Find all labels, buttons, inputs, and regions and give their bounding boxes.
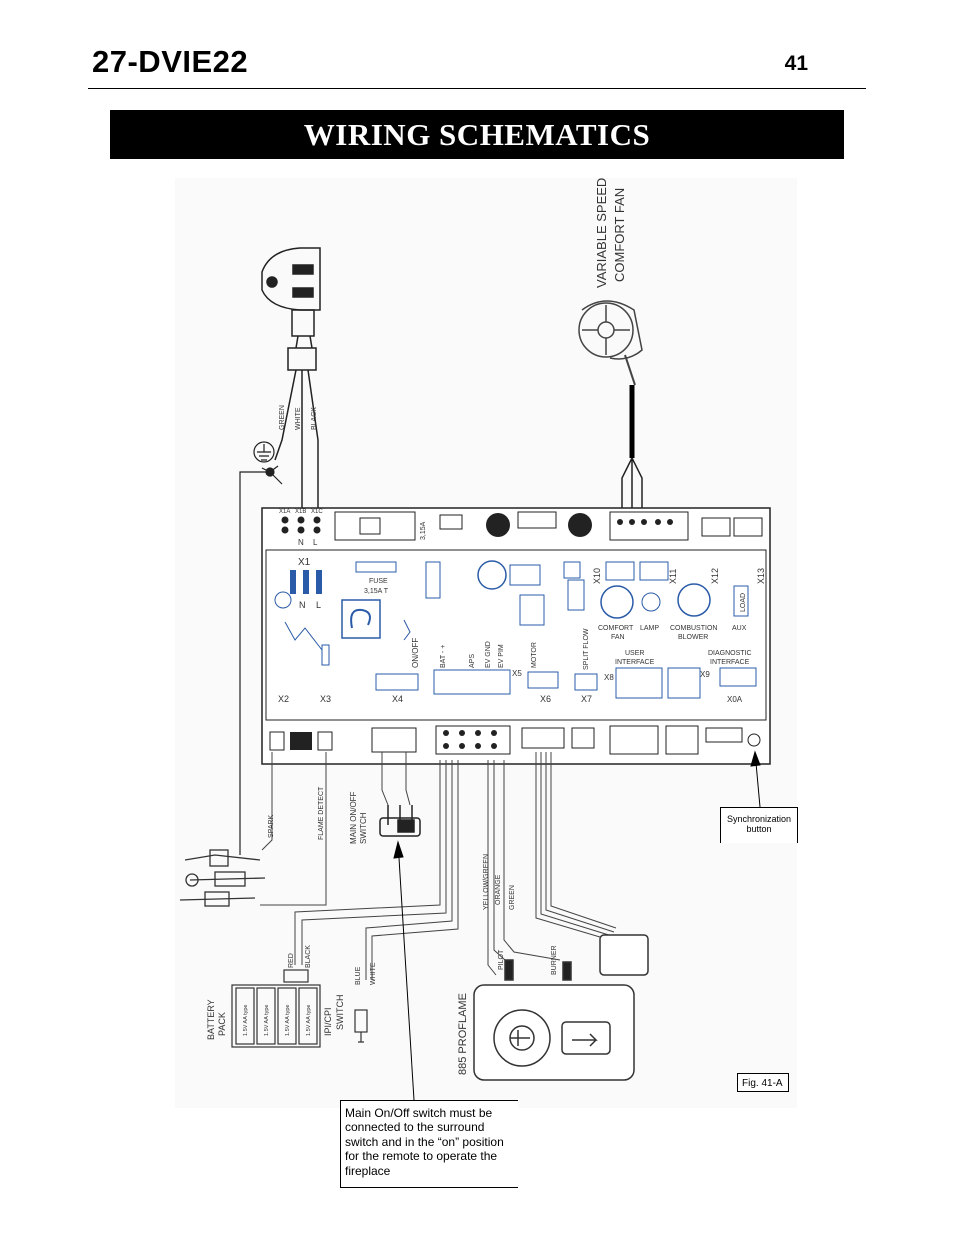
- wire-label-yellow-green: YELLOW/GREEN: [483, 854, 490, 910]
- label-main-switch-2: SWITCH: [359, 812, 368, 844]
- pilot-assembly-drawing: [179, 849, 266, 907]
- wire-label-blue: BLUE: [355, 966, 362, 985]
- label-burner: BURNER: [551, 945, 558, 975]
- label-comfort-fan-1: COMFORT: [598, 625, 634, 632]
- label-ev-pim: EV PIM: [498, 644, 505, 668]
- label-x5: X5: [512, 669, 522, 678]
- label-l: L: [316, 600, 321, 610]
- fuse-rating: 3,15A T: [364, 588, 389, 595]
- label-load: LOAD: [740, 593, 747, 612]
- label-ev-gnd: EV GND: [485, 641, 492, 668]
- label-x6: X6: [540, 694, 551, 704]
- label-battery-1: BATTERY: [206, 999, 216, 1040]
- label-user-1: USER: [625, 650, 644, 657]
- wire-label-green-valve: GREEN: [509, 885, 516, 910]
- label-x4: X4: [392, 694, 403, 704]
- document-code: 27-DVIE22: [92, 44, 249, 79]
- label-split-flow: SPLIT FLOW: [583, 628, 590, 670]
- label-combustion-1: COMBUSTION: [670, 625, 717, 632]
- figure-number: Fig. 41-A: [737, 1073, 789, 1092]
- label-x7: X7: [581, 694, 592, 704]
- fuse-small-label: 3,15A: [420, 521, 427, 540]
- label-x1: X1: [298, 557, 311, 568]
- wire-label-black-battery: BLACK: [305, 945, 312, 968]
- label-bat: BAT - +: [440, 645, 447, 668]
- control-board: X1A X1B X1C N L 3,15A X1 N L X2 X3 FUSE: [261, 507, 771, 765]
- label-x10: X10: [592, 568, 602, 584]
- proflame-valve-drawing: [473, 934, 649, 1081]
- label-user-2: INTERFACE: [615, 659, 655, 666]
- wire-label-green: GREEN: [279, 405, 286, 430]
- terminal-l-top: L: [313, 538, 318, 547]
- label-ipi-1: IPI/CPI: [323, 1007, 333, 1036]
- label-x2: X2: [278, 694, 289, 704]
- terminal-x1b: X1B: [295, 509, 306, 515]
- main-switch-note: Main On/Off switch must be connected to …: [340, 1100, 518, 1188]
- page-title: WIRING SCHEMATICS: [303, 116, 651, 152]
- terminal-x1a: X1A: [279, 509, 290, 515]
- synchronization-button-callout: Synchronization button: [720, 807, 798, 843]
- wire-label-black: BLACK: [311, 407, 318, 430]
- wire-label-white: WHITE: [295, 407, 302, 430]
- battery-cell-2: 1.5V AA type: [264, 1005, 270, 1037]
- battery-cell-3: 1.5V AA type: [285, 1005, 291, 1037]
- label-n: N: [299, 600, 306, 610]
- ground-symbol: [239, 441, 283, 855]
- fuse-label: FUSE: [369, 578, 388, 585]
- label-x12: X12: [710, 568, 720, 584]
- comfort-fan-drawing: VARIABLE SPEED COMFORT FAN: [578, 178, 643, 520]
- label-diag-2: INTERFACE: [710, 659, 750, 666]
- label-diag-1: DIAGNOSTIC: [708, 650, 752, 657]
- terminal-x1c: X1C: [311, 509, 323, 515]
- label-x13: X13: [756, 568, 766, 584]
- label-onoff: ON/OFF: [411, 638, 420, 668]
- label-battery-2: PACK: [217, 1012, 227, 1036]
- power-plug-drawing: [261, 247, 321, 510]
- wire-label-flame-detect: FLAME DETECT: [318, 786, 325, 840]
- label-x0a: X0A: [727, 695, 743, 704]
- label-motor: MOTOR: [531, 642, 538, 668]
- terminal-n-top: N: [298, 538, 304, 547]
- page-header: 27-DVIE22 41: [88, 38, 866, 89]
- battery-cell-1: 1.5V AA type: [243, 1005, 249, 1037]
- battery-pack-drawing: [231, 969, 321, 1048]
- label-lamp: LAMP: [640, 625, 659, 632]
- fan-label-line2: COMFORT FAN: [612, 188, 627, 282]
- label-comfort-fan-2: FAN: [611, 634, 625, 641]
- label-main-switch-1: MAIN ON/OFF: [349, 791, 358, 844]
- label-x3: X3: [320, 694, 331, 704]
- wire-label-spark: SPARK: [268, 814, 275, 838]
- label-x11: X11: [668, 569, 678, 584]
- label-x8: X8: [604, 673, 614, 682]
- label-proflame: 885 PROFLAME: [457, 993, 469, 1075]
- callout-arrows: [393, 750, 761, 1101]
- label-combustion-2: BLOWER: [678, 634, 708, 641]
- label-aux: AUX: [732, 625, 747, 632]
- wire-label-orange: ORANGE: [495, 874, 502, 905]
- label-x9: X9: [700, 670, 710, 679]
- label-ipi-2: SWITCH: [335, 995, 345, 1031]
- fan-label-line1: VARIABLE SPEED: [594, 178, 609, 288]
- wire-label-white-ipi: WHITE: [370, 962, 377, 985]
- page-number: 41: [784, 52, 808, 75]
- ipi-switch-drawing: [354, 1009, 368, 1043]
- label-pilot: PILOT: [498, 949, 505, 970]
- main-switch-drawing: [379, 805, 421, 837]
- wire-label-red: RED: [288, 953, 295, 968]
- wiring-harness: [260, 752, 617, 980]
- title-banner: WIRING SCHEMATICS: [110, 110, 844, 159]
- label-aps: APS: [469, 654, 476, 668]
- battery-cell-4: 1.5V AA type: [306, 1005, 312, 1037]
